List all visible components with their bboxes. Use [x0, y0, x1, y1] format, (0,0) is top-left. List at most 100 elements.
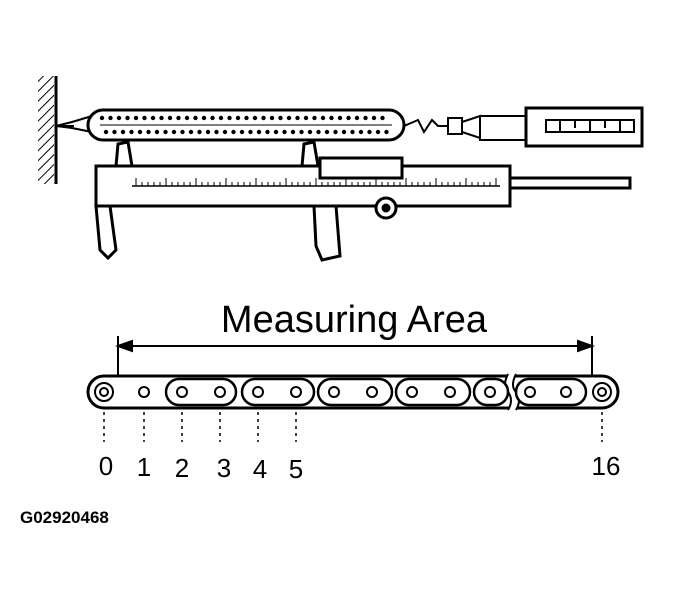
chain-link-dot — [184, 115, 190, 121]
figure-code: G02920468 — [20, 508, 109, 527]
chain-link-dot — [125, 115, 130, 121]
chain-inner-plate — [316, 377, 394, 407]
chain-link-dot — [363, 115, 368, 121]
chain-link-dot — [303, 115, 309, 121]
chain-roller — [524, 386, 536, 398]
chain-link-dot — [239, 129, 245, 135]
chain-link-dot — [120, 129, 126, 135]
chain-link-dot — [99, 115, 105, 121]
chain-link-dot — [244, 115, 249, 121]
chain-link-dot — [261, 115, 266, 121]
chain-link-dot — [290, 129, 296, 135]
chain-link-dot — [142, 115, 147, 121]
chain-strip — [86, 370, 620, 414]
chain-links-bottom — [103, 129, 389, 135]
chain-link-dot — [354, 115, 360, 121]
chain-roller — [484, 386, 496, 398]
chain-link-dot — [103, 129, 109, 135]
chain-pin — [597, 387, 607, 397]
pin-label: 1 — [137, 452, 151, 482]
chain-roller — [252, 386, 264, 398]
chain-link-dot — [210, 115, 215, 121]
chain-link-dot — [214, 129, 219, 135]
chain-link-dot — [112, 129, 117, 135]
chain-link-dot — [201, 115, 207, 121]
chain-roller — [366, 386, 378, 398]
chain-link-dot — [286, 115, 292, 121]
chain-link-dot — [337, 115, 343, 121]
chain-link-dot — [312, 115, 317, 121]
chain-link-dot — [116, 115, 122, 121]
chain-link-dot — [205, 129, 211, 135]
chain-link-dot — [265, 129, 270, 135]
chain-roller — [560, 386, 572, 398]
chain-links-top — [99, 115, 385, 121]
chain-link-dot — [358, 129, 364, 135]
chain-inner-plate — [164, 377, 238, 407]
chain-link-dot — [222, 129, 228, 135]
chain-link-dot — [273, 129, 279, 135]
stretched-chain — [86, 108, 406, 142]
chain-link-dot — [282, 129, 287, 135]
chain-link-dot — [154, 129, 160, 135]
chain-link-dot — [231, 129, 236, 135]
chain-link-dot — [371, 115, 377, 121]
pin-label: 5 — [289, 454, 303, 484]
chain-inner-plate — [394, 377, 472, 407]
chain-link-dot — [108, 115, 113, 121]
chain-link-dot — [278, 115, 283, 121]
chain-link-dot — [193, 115, 198, 121]
pin-label: 3 — [217, 453, 231, 483]
chain-link-dot — [137, 129, 143, 135]
chain-link-dot — [324, 129, 330, 135]
chain-link-dot — [163, 129, 168, 135]
chain-inner-plate — [240, 377, 316, 407]
spring-scale — [403, 106, 644, 148]
chain-link-dot — [341, 129, 347, 135]
chain-roller — [138, 386, 150, 398]
pin-label: 2 — [175, 453, 189, 483]
chain-link-dot — [333, 129, 338, 135]
caliper-scale-ticks — [135, 178, 497, 186]
chain-link-dot — [367, 129, 372, 135]
chain-link-dot — [167, 115, 173, 121]
pin-label: 4 — [253, 454, 267, 484]
chain-roller — [176, 386, 188, 398]
pin-label: 0 — [99, 451, 113, 481]
chain-link-dot — [375, 129, 381, 135]
chain-link-dot — [380, 115, 385, 121]
chain-link-dot — [252, 115, 258, 121]
chain-link-dot — [171, 129, 177, 135]
chain-link-dot — [129, 129, 134, 135]
chain-roller — [328, 386, 340, 398]
chain-link-dot — [133, 115, 139, 121]
chain-links — [94, 377, 612, 407]
chain-roller — [406, 386, 418, 398]
chain-link-dot — [295, 115, 300, 121]
chain-link-dot — [176, 115, 181, 121]
wall — [38, 76, 58, 184]
chain-pin — [99, 387, 109, 397]
chain-link-dot — [146, 129, 151, 135]
chain-link-dot — [346, 115, 351, 121]
chain-roller — [214, 386, 226, 398]
chain-link-dot — [384, 129, 389, 135]
chain-link-dot — [235, 115, 241, 121]
chain-link-dot — [197, 129, 202, 135]
chain-link-dot — [218, 115, 224, 121]
chain-link-dot — [159, 115, 164, 121]
chain-link-dot — [188, 129, 194, 135]
chain-roller — [444, 386, 456, 398]
chain-link-dot — [248, 129, 253, 135]
chain-link-dot — [329, 115, 334, 121]
measuring-area-label: Measuring Area — [221, 299, 488, 341]
chain-link-dot — [227, 115, 232, 121]
chain-link-dot — [256, 129, 262, 135]
chain-inner-plate — [514, 377, 588, 407]
chain-link-dot — [320, 115, 326, 121]
chain-link-dot — [299, 129, 304, 135]
chain-link-dot — [269, 115, 275, 121]
chain-hook — [55, 115, 93, 133]
pin-label: 16 — [592, 451, 621, 481]
